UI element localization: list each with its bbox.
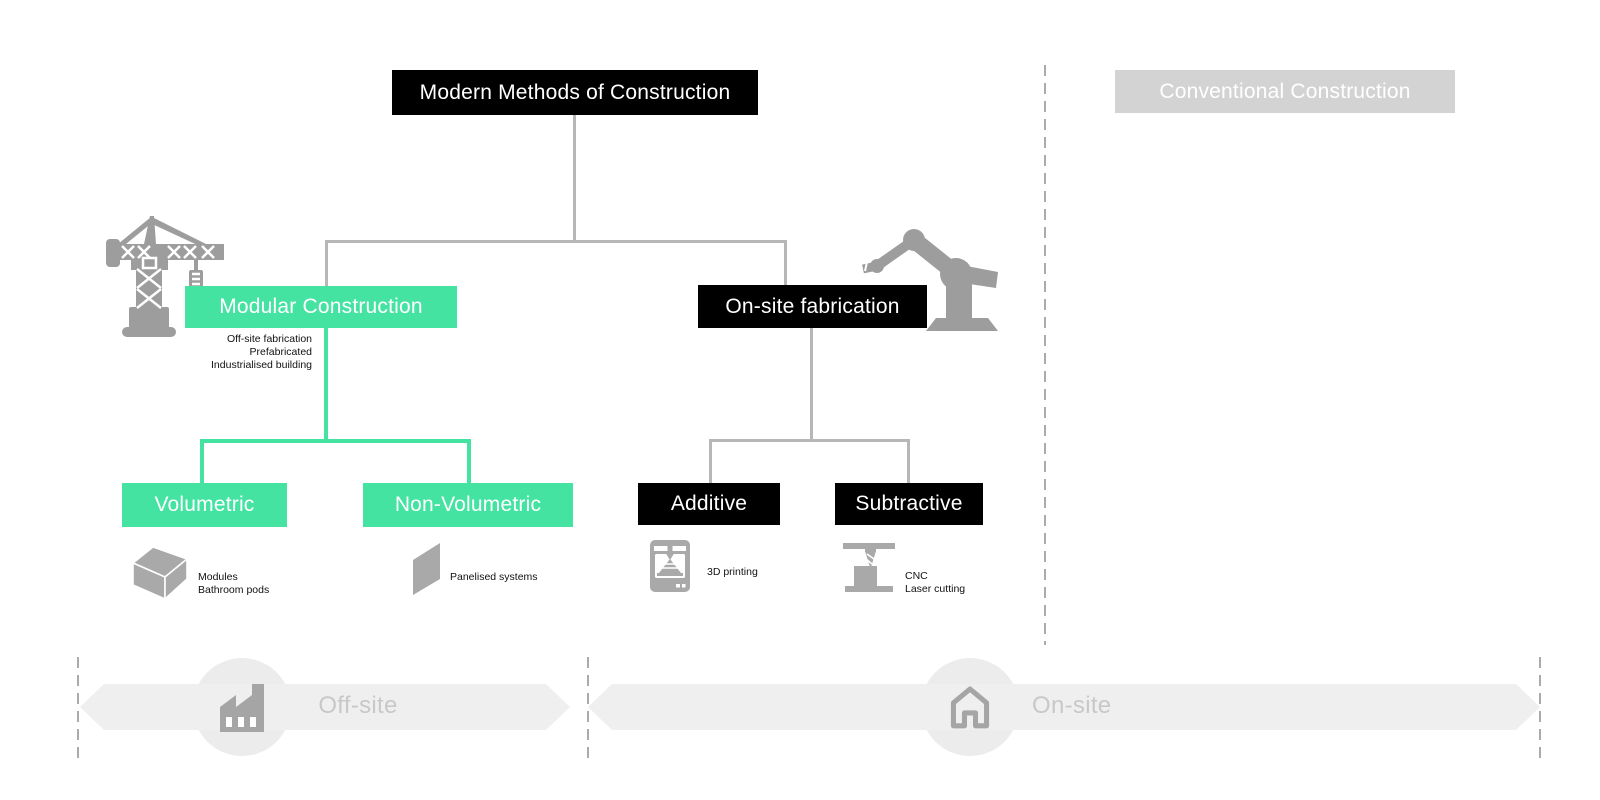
footer-dash-left: [77, 657, 79, 763]
example-line: Bathroom pods: [198, 584, 270, 596]
node-non-volumetric-label: Non-Volumetric: [394, 493, 542, 516]
crane-icon: [106, 216, 224, 337]
separator-conventional-dashed-line: [1044, 65, 1046, 645]
example-line: 3D printing: [707, 566, 758, 578]
node-non-volumetric: Non-Volumetric: [363, 483, 573, 527]
non-volumetric-examples: Panelised systems: [450, 571, 538, 584]
connector-additive-drop: [709, 439, 712, 483]
offsite-label-text: Off-site: [318, 692, 398, 719]
node-additive-label: Additive: [670, 492, 748, 515]
modular-synonym-line: Industrialised building: [211, 359, 312, 371]
node-conventional-label: Conventional Construction: [1159, 79, 1411, 103]
onsite-label: On-site: [1032, 692, 1172, 720]
offsite-band: [80, 684, 570, 730]
printer-3d-icon: [650, 540, 690, 592]
example-line: Laser cutting: [905, 583, 966, 595]
footer-dash-middle: [587, 657, 589, 763]
node-onsite-fabrication: On-site fabrication: [698, 285, 927, 328]
footer-dash-right: [1539, 657, 1541, 765]
cnc-icon: [843, 543, 895, 592]
subtractive-examples: CNC Laser cutting: [905, 570, 965, 596]
connector-fab-vertical: [810, 328, 813, 442]
robot-arm-icon: [862, 229, 998, 331]
house-icon: [950, 686, 990, 729]
onsite-label-text: On-site: [1032, 692, 1112, 719]
example-line: CNC: [905, 570, 928, 582]
modular-synonym-line: Off-site fabrication: [226, 333, 312, 345]
connector-level1-horizontal: [325, 240, 787, 243]
node-modular-label: Modular Construction: [219, 295, 423, 318]
modular-synonyms-note: Off-site fabrication Prefabricated Indus…: [100, 333, 312, 372]
modular-synonym-line: Prefabricated: [249, 346, 312, 358]
connector-root-vertical: [573, 115, 576, 243]
example-line: Panelised systems: [450, 571, 538, 583]
connector-nonvolumetric-drop: [467, 439, 471, 483]
node-subtractive: Subtractive: [835, 483, 983, 525]
connector-modular-horizontal: [200, 439, 471, 443]
node-root: Modern Methods of Construction: [392, 70, 758, 115]
connector-onsite-drop: [784, 240, 787, 287]
volumetric-examples: Modules Bathroom pods: [198, 571, 269, 597]
connector-modular-drop: [325, 240, 328, 288]
connector-modular-vertical: [324, 328, 328, 443]
node-root-label: Modern Methods of Construction: [419, 80, 731, 104]
factory-icon: [220, 684, 264, 732]
offsite-label: Off-site: [288, 692, 428, 720]
node-modular: Modular Construction: [185, 286, 457, 328]
additive-examples: 3D printing: [707, 566, 758, 579]
cube-icon: [132, 546, 188, 600]
node-additive: Additive: [638, 483, 780, 525]
connector-subtractive-drop: [907, 439, 910, 483]
connector-fab-horizontal: [709, 439, 910, 442]
node-subtractive-label: Subtractive: [855, 492, 963, 515]
node-volumetric: Volumetric: [122, 483, 287, 527]
onsite-band: [588, 684, 1540, 730]
panel-icon: [413, 543, 440, 595]
node-onsite-fabrication-label: On-site fabrication: [725, 294, 900, 318]
connector-volumetric-drop: [200, 439, 204, 483]
example-line: Modules: [198, 571, 238, 583]
node-volumetric-label: Volumetric: [154, 493, 255, 516]
node-conventional: Conventional Construction: [1115, 70, 1455, 113]
